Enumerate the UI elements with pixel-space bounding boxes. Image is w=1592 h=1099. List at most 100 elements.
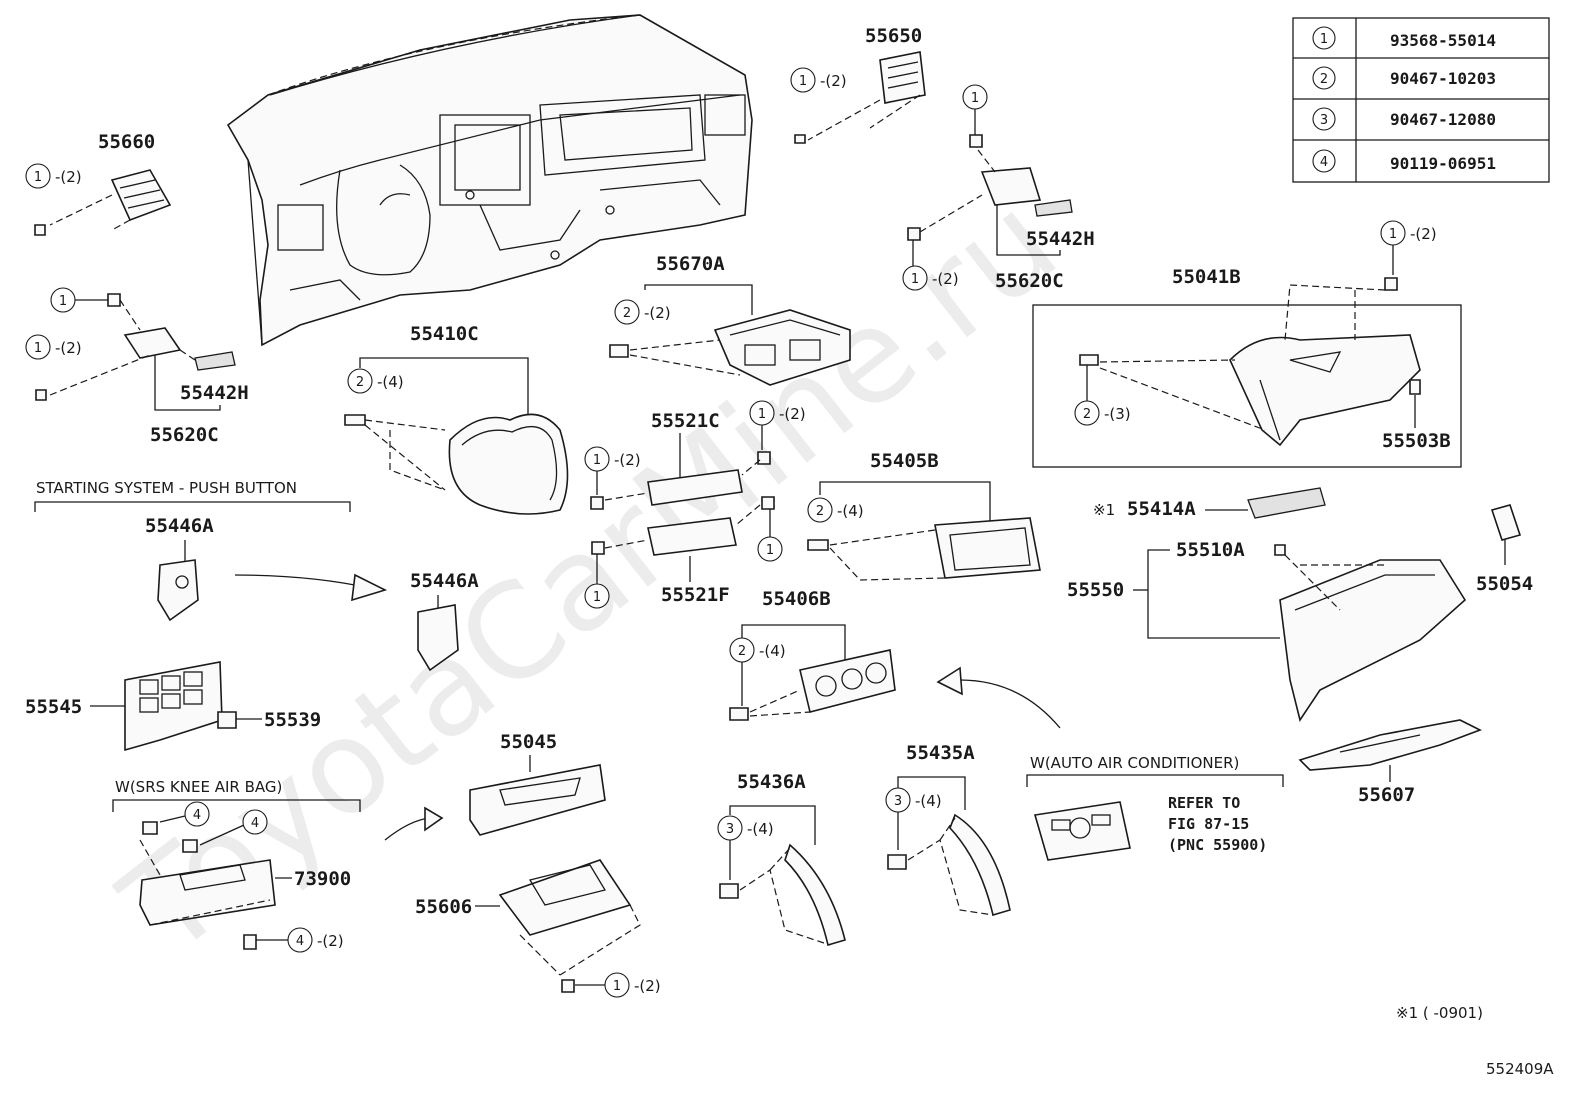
starting-system-group: STARTING SYSTEM - PUSH BUTTON 55446A 554… bbox=[34, 479, 479, 672]
refer-text-line-3: (PNC 55900) bbox=[1168, 836, 1267, 854]
part-label-55442H-right: 55442H bbox=[1026, 228, 1095, 250]
note-auto-ac: W(AUTO AIR CONDITIONER) bbox=[1030, 754, 1239, 772]
callout-number: 2 bbox=[623, 306, 631, 321]
callout-number: 1 bbox=[758, 407, 766, 422]
callout-number: 2 bbox=[738, 644, 746, 659]
part-55620C-right-group: 1 1 -(2) 55442H 55620C bbox=[902, 84, 1095, 292]
part-label-55660: 55660 bbox=[98, 131, 155, 153]
callout-number: 1 bbox=[971, 91, 979, 106]
part-label-55607: 55607 bbox=[1358, 784, 1415, 806]
callout-number: 1 bbox=[59, 294, 67, 309]
assembly-box-55041B bbox=[1032, 304, 1462, 468]
callout-qty: -(4) bbox=[759, 642, 786, 660]
callout-qty: -(4) bbox=[747, 820, 774, 838]
callout-qty: -(3) bbox=[1104, 405, 1131, 423]
part-label-55545: 55545 bbox=[25, 696, 82, 718]
asterisk-mark: ※1 bbox=[1093, 501, 1115, 519]
note-srs-knee: W(SRS KNEE AIR BAG) bbox=[115, 778, 282, 796]
callout-number: 1 bbox=[799, 74, 807, 89]
vent-55650-drawing bbox=[879, 51, 926, 104]
part-55660-group: 55660 1 -(2) bbox=[25, 131, 172, 236]
part-55650-group: 55650 1 -(2) bbox=[790, 25, 926, 144]
part-label-55054: 55054 bbox=[1476, 573, 1533, 595]
dashboard-panel-drawing bbox=[226, 14, 753, 347]
legend-key: 4 bbox=[1320, 155, 1328, 170]
legend-part-number: 90467-10203 bbox=[1390, 69, 1496, 88]
legend-part-number: 90467-12080 bbox=[1390, 110, 1496, 129]
part-label-55435A: 55435A bbox=[906, 742, 975, 764]
part-label-55620C-right: 55620C bbox=[995, 270, 1064, 292]
figure-code: 552409A bbox=[1486, 1060, 1554, 1078]
callout-qty: -(2) bbox=[820, 72, 847, 90]
part-label-55670A: 55670A bbox=[656, 253, 725, 275]
srs-knee-airbag-group: W(SRS KNEE AIR BAG) 4 4 73900 4 -(2) bbox=[112, 778, 444, 953]
legend-row-3: 3 90467-12080 bbox=[1312, 107, 1496, 131]
part-55545-group: 55545 55539 bbox=[25, 661, 321, 752]
part-label-55414A: 55414A bbox=[1127, 498, 1196, 520]
legend-key: 3 bbox=[1320, 113, 1328, 128]
legend-part-number: 93568-55014 bbox=[1390, 31, 1496, 50]
callout-number: 1 bbox=[593, 453, 601, 468]
callout-number: 1 bbox=[613, 979, 621, 994]
part-label-55045: 55045 bbox=[500, 731, 557, 753]
part-55670A-group: 55670A 2 -(2) bbox=[609, 253, 851, 386]
part-label-55539: 55539 bbox=[264, 709, 321, 731]
legend-row-2: 2 90467-10203 bbox=[1312, 66, 1496, 90]
footnote-text: ※1 ( -0901) bbox=[1396, 1004, 1483, 1022]
callout-number: 3 bbox=[894, 794, 902, 809]
part-55550-group: 55510A 55550 55054 bbox=[1067, 504, 1533, 722]
callout-qty: -(2) bbox=[779, 405, 806, 423]
legend-table: 1 93568-55014 2 90467-10203 3 90467-1208… bbox=[1292, 17, 1550, 183]
callout-qty: -(4) bbox=[837, 502, 864, 520]
part-label-55410C: 55410C bbox=[410, 323, 479, 345]
callout-number: 1 bbox=[593, 590, 601, 605]
part-label-55406B: 55406B bbox=[762, 588, 831, 610]
callout-number: 1 bbox=[911, 272, 919, 287]
callout-qty: -(2) bbox=[932, 270, 959, 288]
part-55606-group: 55606 1 -(2) bbox=[415, 859, 661, 998]
callout-number: 4 bbox=[193, 808, 201, 823]
part-55405B-group: 55405B 2 -(4) bbox=[807, 450, 1041, 581]
part-55410C-group: 55410C 2 -(4) bbox=[344, 323, 569, 515]
part-55435A-group: 55435A 3 -(4) bbox=[885, 742, 1011, 917]
part-55406B-group: 55406B 2 -(4) bbox=[729, 588, 896, 721]
callout-number: 1 bbox=[1389, 227, 1397, 242]
part-label-55446A-mid: 55446A bbox=[410, 570, 479, 592]
part-label-73900: 73900 bbox=[294, 868, 351, 890]
part-label-55521F: 55521F bbox=[661, 584, 730, 606]
refer-text-line-2: FIG 87-15 bbox=[1168, 815, 1249, 833]
part-label-55650: 55650 bbox=[865, 25, 922, 47]
callout-number: 2 bbox=[1083, 407, 1091, 422]
part-label-55503B: 55503B bbox=[1382, 430, 1451, 452]
callout-qty: -(2) bbox=[317, 932, 344, 950]
part-55607-group: 55607 bbox=[1298, 719, 1482, 806]
legend-row-4: 4 90119-06951 bbox=[1312, 149, 1496, 173]
callout-number: 4 bbox=[251, 816, 259, 831]
part-55414A-group: ※1 55414A bbox=[1093, 487, 1326, 520]
callout-number: 1 bbox=[766, 543, 774, 558]
part-label-55620C-left: 55620C bbox=[150, 424, 219, 446]
auto-air-conditioner-group: W(AUTO AIR CONDITIONER) REFER TO FIG 87-… bbox=[936, 666, 1284, 861]
callout-qty: -(4) bbox=[915, 792, 942, 810]
legend-row-1: 1 93568-55014 bbox=[1312, 26, 1496, 50]
part-label-55405B: 55405B bbox=[870, 450, 939, 472]
callout-number: 1 bbox=[34, 170, 42, 185]
callout-number: 2 bbox=[356, 375, 364, 390]
part-label-55521C: 55521C bbox=[651, 410, 720, 432]
part-55045-group: 55045 bbox=[469, 731, 606, 836]
legend-key: 2 bbox=[1320, 72, 1328, 87]
callout-qty: -(4) bbox=[377, 373, 404, 391]
callout-number: 4 bbox=[296, 934, 304, 949]
part-55436A-group: 55436A 3 -(4) bbox=[717, 771, 846, 947]
callout-qty: -(2) bbox=[1410, 225, 1437, 243]
callout-qty: -(2) bbox=[55, 339, 82, 357]
refer-text-line-1: REFER TO bbox=[1168, 794, 1240, 812]
note-starting-system: STARTING SYSTEM - PUSH BUTTON bbox=[36, 479, 297, 497]
part-55041B-group: 55041B 1 -(2) 2 -(3) 55503B bbox=[1032, 220, 1462, 468]
part-55521-group: 55521C 1 -(2) 1 -(2) 1 1 55521F bbox=[584, 400, 806, 609]
legend-part-number: 90119-06951 bbox=[1390, 154, 1496, 173]
part-55620C-left-group: 1 1 -(2) 55442H 55620C bbox=[25, 287, 249, 446]
part-label-55550: 55550 bbox=[1067, 579, 1124, 601]
callout-number: 2 bbox=[816, 504, 824, 519]
